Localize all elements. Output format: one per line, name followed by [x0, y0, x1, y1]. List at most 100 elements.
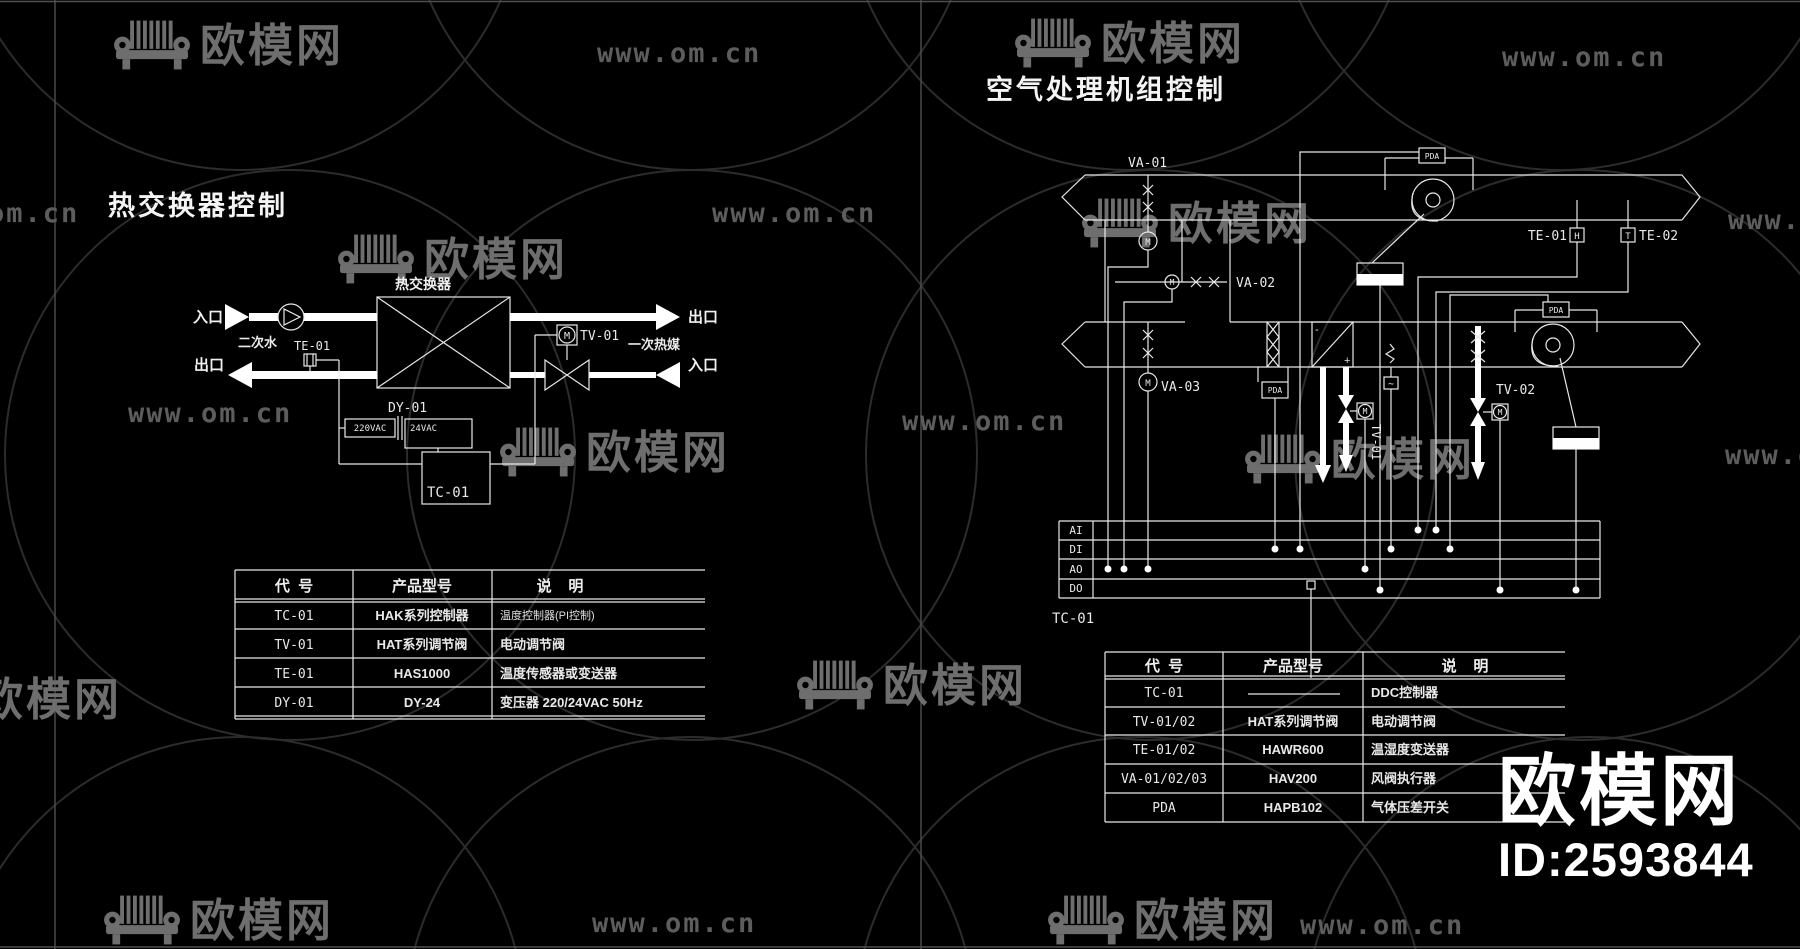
watermark-logo-text: 欧模网 [200, 19, 345, 71]
table-row: PDA HAPB102 气体压差开关 [1152, 800, 1449, 816]
watermark-logo: 欧模网 [1243, 432, 1475, 486]
svg-text:电动调节阀: 电动调节阀 [1371, 714, 1436, 729]
label-secondary-water: 二次水 [238, 335, 278, 350]
label-primary-medium: 一次热媒 [628, 337, 681, 352]
te02-sensor-letter: T [1625, 232, 1631, 242]
coil-minus: - [1315, 324, 1319, 336]
svg-text:TC-01: TC-01 [274, 609, 313, 624]
coil-section [1311, 321, 1354, 368]
svg-text:电动调节阀: 电动调节阀 [500, 637, 565, 652]
io-label-ai: AI [1069, 524, 1082, 537]
watermark-logo: 欧模网 [1046, 893, 1278, 947]
label-220vac: 220VAC [354, 424, 387, 434]
site-id: ID:2593844 [1498, 833, 1754, 886]
label-va03: VA-03 [1161, 380, 1200, 395]
svg-text:风阀执行器: 风阀执行器 [1371, 771, 1437, 786]
label-outlet-bottom: 出口 [194, 356, 224, 374]
table-row: TC-01 HAK系列控制器 温度控制器(PI控制) [274, 608, 594, 624]
watermark-logo: 欧模网 [102, 893, 334, 947]
secondary-outlet-pipe [228, 362, 680, 388]
table-row: TV-01/02 HAT系列调节阀 电动调节阀 [1133, 714, 1436, 730]
secondary-inlet-pipe [225, 303, 680, 331]
right-legend-table: 代 号 产品型号 说 明 TC-01 DDC控制器 TV-01/02 HAT系列… [1104, 651, 1565, 823]
watermark-logo: 欧模网 [336, 232, 568, 286]
mixing-riser [1104, 220, 1231, 322]
svg-text:TV-01: TV-01 [274, 638, 313, 653]
watermark-logo: 欧模网 [498, 425, 730, 479]
watermark-url: www.om.cn [902, 406, 1067, 437]
table-row: TC-01 DDC控制器 [1144, 685, 1439, 701]
svg-text:DDC控制器: DDC控制器 [1371, 685, 1439, 700]
watermark-logo: 欧模网 [1080, 196, 1312, 250]
svg-text:HAK系列控制器: HAK系列控制器 [375, 608, 469, 623]
svg-text:TV-01/02: TV-01/02 [1133, 715, 1196, 730]
svg-text:PDA: PDA [1152, 801, 1176, 816]
watermark-url: www.om.cn [712, 198, 877, 229]
label-inlet-top: 入口 [193, 309, 223, 326]
label-va01: VA-01 [1128, 156, 1167, 171]
watermark-logo: 欧模网 [112, 18, 344, 72]
col-header-code: 代 号 [274, 577, 313, 595]
svg-text:HAV200: HAV200 [1269, 771, 1317, 786]
svg-text:温度控制器(PI控制): 温度控制器(PI控制) [500, 608, 595, 622]
heat-exchanger-diagram: 热交换器 入口 出口 二次水 [193, 276, 718, 505]
label-te01: TE-01 [1528, 229, 1567, 244]
io-label-do: DO [1069, 582, 1082, 595]
top-duct [1061, 174, 1701, 221]
col-header-code: 代 号 [1144, 657, 1183, 675]
va03-motor-letter: M [1145, 379, 1151, 389]
control-wires [1107, 151, 1629, 678]
ddc-io-strip: AI DI AO DO [1058, 520, 1601, 599]
lower-pda-label: PDA [1549, 306, 1564, 315]
va01-motor-letter: M [1145, 238, 1151, 248]
label-tv01: TV-01 [580, 329, 619, 344]
label-te01: TE-01 [294, 339, 330, 353]
svg-text:温度传感器或变送器: 温度传感器或变送器 [500, 666, 618, 681]
svg-text:HAWR600: HAWR600 [1262, 742, 1323, 757]
air-filter-icon [1257, 321, 1289, 382]
watermark-url: www.om.cn [1300, 910, 1465, 941]
va02-damper-icon [1115, 274, 1227, 290]
supply-fan-starter [1552, 426, 1600, 450]
va03-damper-icon [1138, 322, 1158, 392]
svg-text:HAT系列调节阀: HAT系列调节阀 [377, 637, 468, 652]
svg-text:VA-01/02/03: VA-01/02/03 [1121, 772, 1207, 787]
svg-text:温湿度变送器: 温湿度变送器 [1371, 742, 1450, 757]
supply-fan-icon [1531, 323, 1577, 428]
svg-text:DY-24: DY-24 [404, 695, 441, 710]
watermark-url: www.om.cn [1728, 205, 1800, 236]
tv02-valve-pipes [1470, 326, 1509, 480]
svg-text:DY-01: DY-01 [274, 696, 313, 711]
coil-plus: + [1344, 355, 1350, 367]
lower-pda [1514, 301, 1598, 332]
svg-text:HAS1000: HAS1000 [394, 666, 450, 681]
tv01-motor-letter: M [1363, 407, 1368, 416]
label-tc01-right: TC-01 [1052, 611, 1094, 627]
watermark-url: www.om.cn [0, 198, 80, 229]
label-24vac: 24VAC [410, 424, 437, 434]
humidifier-tilde: ~ [1388, 379, 1394, 390]
svg-text:TE-01: TE-01 [274, 667, 313, 682]
return-fan-icon [1371, 178, 1455, 264]
label-tc01: TC-01 [427, 485, 469, 501]
filter-pda-label: PDA [1268, 386, 1283, 395]
label-outlet-top: 出口 [688, 308, 718, 326]
label-inlet-bottom: 入口 [688, 357, 718, 374]
label-dy01: DY-01 [388, 401, 427, 416]
table-row: DY-01 DY-24 变压器 220/24VAC 50Hz [274, 695, 643, 711]
watermark-logo: 欧模网 [0, 673, 123, 725]
watermark-logo: 欧模网 [795, 658, 1027, 712]
tv02-motor-letter: M [1498, 408, 1503, 417]
label-tv01: TV-01 [1369, 424, 1383, 460]
watermark-url: www.om.cn [592, 908, 757, 939]
site-name: 欧模网 [1498, 747, 1742, 835]
label-va02: VA-02 [1236, 276, 1275, 291]
watermark-url: www.om.cn [1502, 42, 1667, 73]
watermark-url: www.om.cn [1725, 440, 1800, 471]
site-id-overlay: 欧模网 ID:2593844 [1498, 752, 1754, 883]
table-row: TV-01 HAT系列调节阀 电动调节阀 [274, 637, 565, 653]
table-row: TE-01 HAS1000 温度传感器或变送器 [274, 666, 618, 682]
